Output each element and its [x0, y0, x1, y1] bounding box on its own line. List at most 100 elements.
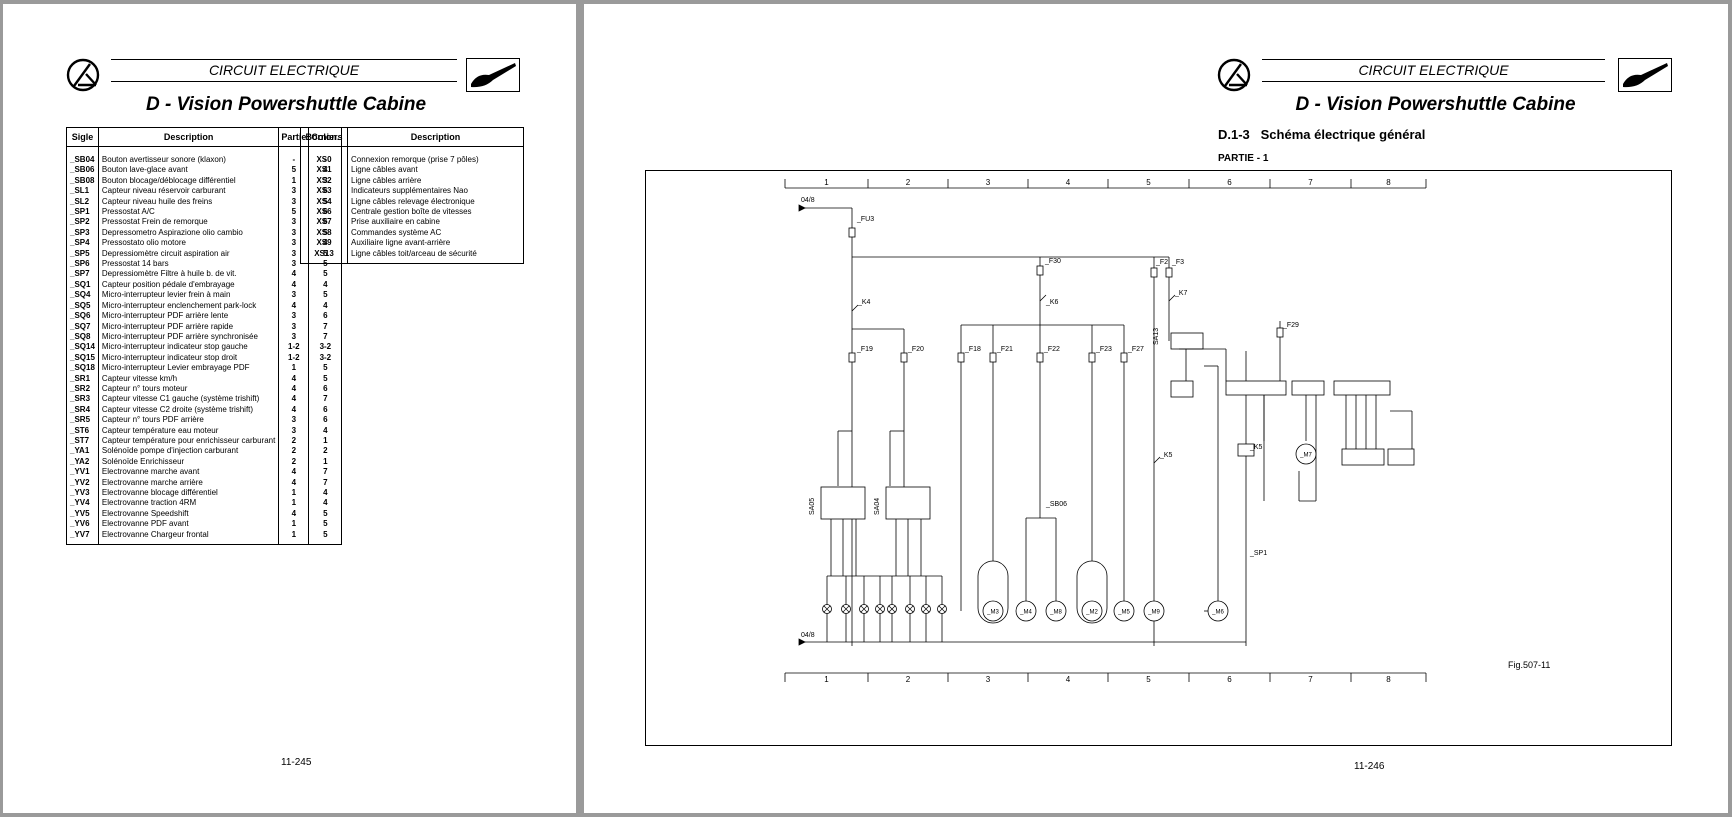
- table-cell: Micro-interrupteur PDF arrière synchroni…: [97, 331, 280, 343]
- table-cell: _SR4: [66, 404, 99, 416]
- lamp-cross: [842, 605, 850, 613]
- column-number: 1: [824, 675, 829, 684]
- table-cell: XS7: [300, 217, 348, 228]
- component-label-f22: _F22: [1043, 346, 1060, 353]
- table-header-cell: Sigle: [66, 127, 99, 147]
- table-cell: _SQ6: [66, 311, 99, 322]
- motor-label-m7: _M7: [1299, 453, 1312, 459]
- table-cell: _ST6: [66, 425, 99, 436]
- table-cell: 4: [278, 300, 310, 312]
- table-cell: _YV3: [66, 488, 99, 499]
- table-cell: XS0: [300, 155, 348, 166]
- column-number: 3: [986, 178, 991, 187]
- left-page: CIRCUIT ELECTRIQUE D - Vision Powershutt…: [3, 4, 576, 813]
- table-cell: 6: [308, 415, 343, 426]
- table-cell: 7: [308, 331, 343, 343]
- table-cell: Solénoïde Enrichisseur: [97, 456, 280, 468]
- table-cell: 3: [278, 425, 310, 436]
- table-cell: [97, 146, 280, 155]
- table-cell: 5: [308, 363, 343, 374]
- table-cell: [347, 146, 524, 155]
- table-cell: XS2: [300, 175, 348, 187]
- table-cell: 4: [308, 300, 343, 312]
- table-cell: 7: [308, 467, 343, 478]
- table-cell: _SQ1: [66, 279, 99, 291]
- table-cell: Ligne câbles avant: [347, 165, 524, 176]
- component-label-k4: _K4: [857, 299, 871, 306]
- table-cell: 6: [308, 311, 343, 322]
- document-title: D - Vision Powershuttle Cabine: [145, 94, 427, 115]
- table-cell: _YV6: [66, 519, 99, 530]
- table-cell: Depressometro Aspirazione olio cambio: [97, 227, 280, 239]
- table-cell: Pressostat Frein de remorque: [97, 217, 280, 228]
- component-label-k5: _K5: [1159, 452, 1173, 459]
- table-cell: 4: [308, 488, 343, 499]
- table-cell: 4: [278, 279, 310, 291]
- table-cell: _SP2: [66, 217, 99, 228]
- table-cell: Micro-interrupteur enclenchement park-lo…: [97, 300, 280, 312]
- motor-symbol: [1015, 600, 1037, 622]
- table-cell: _SL1: [66, 186, 99, 197]
- table-cell: 1: [308, 435, 343, 447]
- table-cell: 3: [278, 331, 310, 343]
- table-cell: _SB06: [66, 165, 99, 176]
- table-cell: 3: [278, 321, 310, 332]
- table-cell: Electrovanne blocage différentiel: [97, 488, 280, 499]
- table-cell: 7: [308, 477, 343, 488]
- table-cell: Pressostat 14 bars: [97, 259, 280, 270]
- table-cell: 4: [308, 279, 343, 291]
- table-cell: _SP4: [66, 238, 99, 249]
- motor-symbol: [1143, 600, 1165, 622]
- table-cell: _SR2: [66, 383, 99, 395]
- column-number: 5: [1146, 675, 1151, 684]
- table-cell: _YV2: [66, 477, 99, 488]
- motor-symbol: [1081, 600, 1103, 622]
- table-cell: 5: [308, 269, 343, 280]
- table-cell: 4: [278, 269, 310, 280]
- table-cell: _YA2: [66, 456, 99, 468]
- table-cell: Capteur niveau réservoir carburant: [97, 186, 280, 197]
- table-cell: Indicateurs supplémentaires Nao: [347, 186, 524, 197]
- motor-label-m6: _M6: [1211, 610, 1224, 616]
- table-cell: _SP3: [66, 227, 99, 239]
- table-cell: 1: [278, 498, 310, 509]
- table-cell: _ST7: [66, 435, 99, 447]
- table-cell: XS1: [300, 165, 348, 176]
- table-cell: 5: [308, 519, 343, 530]
- lamp-cross: [876, 605, 884, 613]
- table-cell: 3: [278, 290, 310, 301]
- column-number: 2: [906, 675, 911, 684]
- table-cell: Micro-interrupteur indicateur stop gauch…: [97, 342, 280, 353]
- table-cell: Capteur n° tours PDF arrière: [97, 415, 280, 426]
- table-cell: Electrovanne traction 4RM: [97, 498, 280, 509]
- motor-symbol: [1207, 600, 1229, 622]
- component-label-sa05: SA05: [809, 498, 816, 515]
- component-label-ref_top: 04/8: [801, 197, 815, 204]
- column-number: 4: [1066, 675, 1071, 684]
- table-cell: Micro-interrupteur PDF arrière lente: [97, 311, 280, 322]
- table-cell: Solénoïde pompe d'injection carburant: [97, 446, 280, 457]
- table-cell: 3: [278, 259, 310, 270]
- column-number: 2: [906, 178, 911, 187]
- table-cell: 1-2: [278, 342, 310, 353]
- component-label-f18: _F18: [964, 346, 981, 353]
- table-cell: 1: [278, 519, 310, 530]
- table-cell: Ligne câbles relevage électronique: [347, 196, 524, 208]
- lamp-cross: [823, 605, 831, 613]
- table-cell: 2: [278, 456, 310, 468]
- table-cell: _SR1: [66, 373, 99, 384]
- table-cell: 1: [278, 363, 310, 374]
- component-label-sb06: _SB06: [1045, 501, 1067, 508]
